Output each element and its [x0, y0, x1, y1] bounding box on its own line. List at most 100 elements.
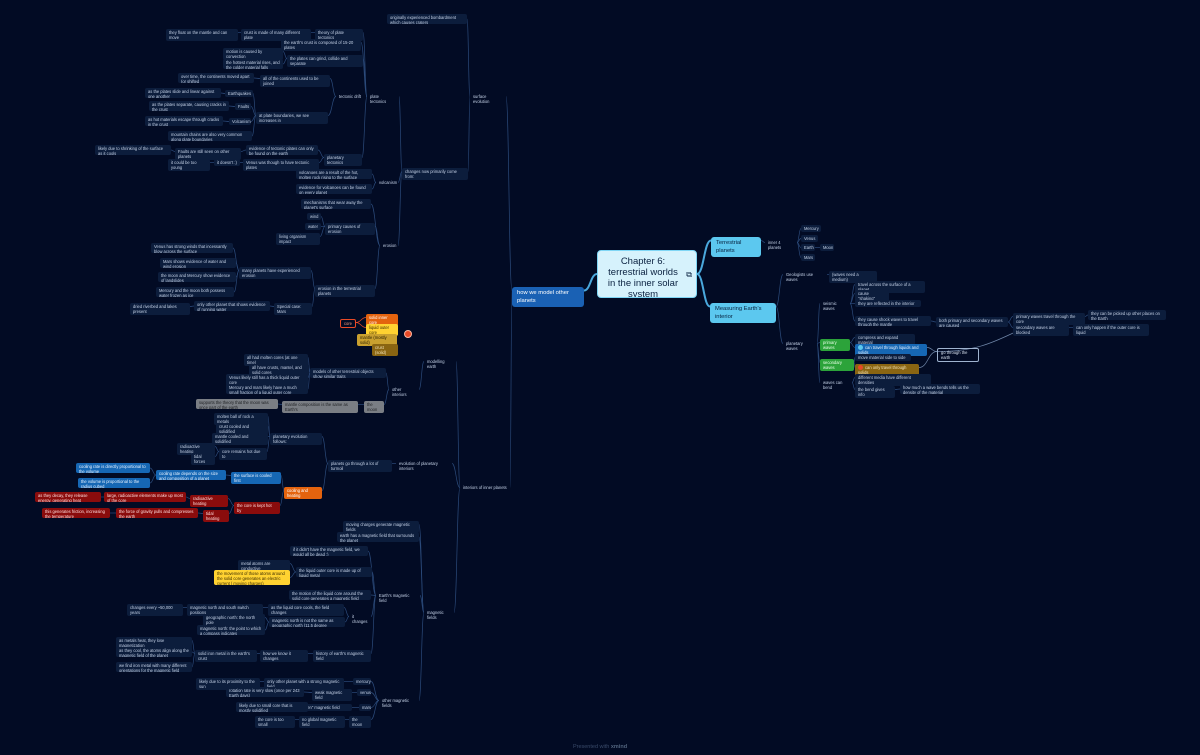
topic-polesflip[interactable]: magnetic north and south switch position…	[187, 604, 263, 616]
topic-tectdrift[interactable]: tectonic drift	[336, 93, 366, 100]
topic-grind[interactable]: the plates can grind, collide and separa…	[287, 55, 363, 67]
topic-mercmag[interactable]: mercury	[353, 678, 371, 685]
topic-doesnt[interactable]: it doesn't :)	[214, 159, 240, 166]
topic-diffmedia[interactable]: different media have different densities	[855, 374, 931, 386]
topic-marswater[interactable]: Mars shows evidence of water and wind er…	[160, 258, 236, 268]
topic-volcres[interactable]: volcanoes are a result of the hot, molte…	[296, 169, 372, 179]
topic-modelearth[interactable]: modelling earth	[424, 358, 456, 370]
topic-itchanges[interactable]: it changes	[349, 613, 371, 625]
topic-solidcore[interactable]: solid inner core	[366, 314, 398, 326]
topic-crust[interactable]: crust (solid)	[372, 344, 398, 356]
topic-support[interactable]: supports the theory that the moon was on…	[196, 399, 278, 409]
topic-evoplanint[interactable]: evolution of planetary interiors	[396, 460, 452, 472]
topic-reflected[interactable]: they are reflected in the interior	[855, 300, 921, 307]
topic-melts[interactable]: as metals heat, they lose magnetization	[116, 637, 192, 649]
topic-otherint[interactable]: other interiors	[389, 386, 419, 398]
topic-terr[interactable]: Terrestrial planets	[711, 237, 761, 257]
topic-liqcore[interactable]: liquid outer core	[366, 324, 398, 336]
topic-geoseis[interactable]: Geologists use waves	[783, 271, 827, 283]
topic-pickup[interactable]: they can be picked up other places on th…	[1088, 310, 1166, 320]
topic-shock[interactable]: they cause shock waves to travel through…	[855, 316, 931, 326]
topic-venus[interactable]: Venus	[801, 235, 818, 242]
topic-solidiron[interactable]: solid iron metal in the earth's crust	[195, 650, 257, 662]
topic-tidal2[interactable]: tidal heating	[203, 510, 229, 522]
topic-onlyother[interactable]: only other planet that shows evidence of…	[194, 301, 270, 311]
central-topic[interactable]: Chapter 6: terrestrial worlds in the inn…	[597, 250, 697, 298]
topic-surfevo[interactable]: surface evolution	[470, 93, 506, 105]
topic-magfields[interactable]: magnetic fields	[424, 609, 454, 621]
topic-magnorth[interactable]: magnetic north is not the same as geogra…	[269, 617, 345, 627]
topic-inner4[interactable]: inner 4 planets	[765, 239, 797, 251]
topic-mars[interactable]: Mars	[801, 254, 815, 261]
topic-movingch[interactable]: moving charges generate magnetic fields	[343, 521, 419, 533]
topic-changesnow[interactable]: changes now primarily come from:	[402, 168, 468, 180]
topic-mercmoon[interactable]: Mercury and the moon both possess water …	[156, 287, 234, 297]
topic-coremain[interactable]: core remains hot due to	[219, 448, 267, 460]
topic-howknow[interactable]: how we know it changes	[260, 650, 308, 662]
topic-density[interactable]: how much a wave bends tells us the densi…	[900, 384, 980, 394]
topic-tectplate[interactable]: theory of plate tectonics	[315, 29, 363, 41]
topic-bendgets[interactable]: the bend gives info	[855, 386, 895, 398]
topic-interiors[interactable]: interiors of inner planets	[460, 484, 510, 491]
topic-ifnomag[interactable]: if it didn't have the magnetic field, we…	[290, 546, 368, 556]
topic-wavesneed[interactable]: (waves need a medium)	[829, 271, 877, 283]
topic-earthmag[interactable]: Earth's magnetic field	[376, 592, 420, 604]
topic-howmodel[interactable]: how we model other planets	[512, 287, 584, 307]
topic-magpoint[interactable]: magnetic north: the point to which a com…	[197, 625, 265, 635]
topic-merc[interactable]: Mercury	[801, 225, 821, 232]
topic-hotmat[interactable]: as hot materials escape through cracks i…	[145, 116, 223, 126]
topic-mantlecool[interactable]: mantle cooled and solidified	[212, 433, 268, 445]
topic-moltenrise[interactable]: the hottest material rises, and the cold…	[223, 59, 283, 69]
topic-volcano[interactable]: Volcanism	[229, 118, 251, 125]
topic-secondary[interactable]: secondary waves	[820, 359, 854, 371]
topic-specialmars[interactable]: Special case: Mars	[274, 303, 312, 315]
topic-smallcore[interactable]: likely due to small core that is mostly …	[236, 702, 308, 712]
topic-crustmade[interactable]: crust is made of many different plate	[241, 29, 311, 41]
topic-boundaries[interactable]: at plate boundaries, we see increases in	[256, 112, 328, 124]
topic-primtrav[interactable]: primary waves travel through the core	[1013, 313, 1085, 325]
topic-quakes[interactable]: Earthquakes	[225, 90, 253, 97]
topic-cools[interactable]: as they cool, the atoms align along the …	[116, 647, 192, 657]
topic-seismic[interactable]: seismic waves	[820, 300, 850, 312]
topic-frozen[interactable]: "frozen" magnetic field	[296, 704, 352, 711]
topic-compress[interactable]: compress and expand material	[855, 334, 915, 346]
topic-erosinother[interactable]: erosion in the terrestrial planets	[315, 285, 375, 297]
topic-outercore[interactable]: can only happen if the outer core is liq…	[1073, 324, 1149, 336]
topic-shaking[interactable]: cause "shaking"	[855, 290, 889, 302]
topic-radheat[interactable]: radioactive heating	[177, 443, 215, 455]
topic-surfcool[interactable]: the surface is cooled first	[231, 472, 281, 484]
topic-manyexp[interactable]: many planets have experienced erosion	[239, 267, 311, 279]
topic-rotation[interactable]: rotation rate is very slow (once per 243…	[226, 687, 304, 697]
topic-weakmag[interactable]: weak magnetic field	[312, 689, 352, 701]
topic-evidence[interactable]: evidence of tectonic plates can only be …	[246, 145, 318, 155]
topic-coresmall[interactable]: the core is too small	[255, 716, 295, 728]
topic-volcanism[interactable]: volcanism	[376, 179, 398, 186]
topic-tooyoung[interactable]: it could be too young	[168, 159, 210, 171]
topic-earth[interactable]: Earth	[801, 244, 815, 251]
topic-crustcool[interactable]: crust cooled and solidified	[216, 423, 268, 435]
topic-separate[interactable]: as the plates separate, causing cracks i…	[149, 101, 229, 111]
topic-organism[interactable]: living organism impact	[276, 233, 320, 245]
topic-platetect[interactable]: plate tectonics	[367, 93, 399, 105]
topic-tidal[interactable]: tidal forces	[191, 453, 215, 465]
topic-wind[interactable]: wind	[307, 213, 321, 220]
topic-modterr[interactable]: models of other terrestrial objects show…	[310, 368, 386, 378]
topic-corehot[interactable]: the core is kept hot by	[234, 502, 280, 514]
topic-erosion[interactable]: erosion	[380, 242, 398, 249]
topic-prop2[interactable]: the volume is proportional to the radius…	[78, 478, 150, 488]
topic-allcrust[interactable]: all have crusts, mantel, and solid cores	[249, 364, 309, 376]
topic-meas[interactable]: Measuring Earth's interior	[710, 303, 776, 323]
topic-moon[interactable]: Moon	[820, 244, 834, 251]
topic-core[interactable]: core	[340, 319, 356, 328]
topic-allcont[interactable]: all of the continents used to be joined	[260, 75, 330, 87]
topic-moveside[interactable]: move material side to side	[855, 354, 911, 361]
topic-prop1[interactable]: cooling rate is directly proportional to…	[76, 463, 150, 473]
topic-mechanisms[interactable]: mechanisms that wear away the planet's s…	[301, 199, 371, 209]
topic-crust1520[interactable]: the earth's crust is composed of 15-20 p…	[281, 39, 361, 51]
topic-venusthght[interactable]: Venus was though to have tectonic plates	[243, 159, 319, 171]
topic-history[interactable]: history of earth's magnetic field	[313, 650, 371, 662]
topic-faultsold[interactable]: Faults are still seen on other planets	[175, 148, 241, 160]
topic-moltenball[interactable]: molten ball of rock a metals	[214, 413, 268, 425]
topic-largerad[interactable]: large, radioactive elements make up most…	[104, 492, 186, 502]
topic-thruearth[interactable]: go through the earth	[937, 348, 979, 362]
